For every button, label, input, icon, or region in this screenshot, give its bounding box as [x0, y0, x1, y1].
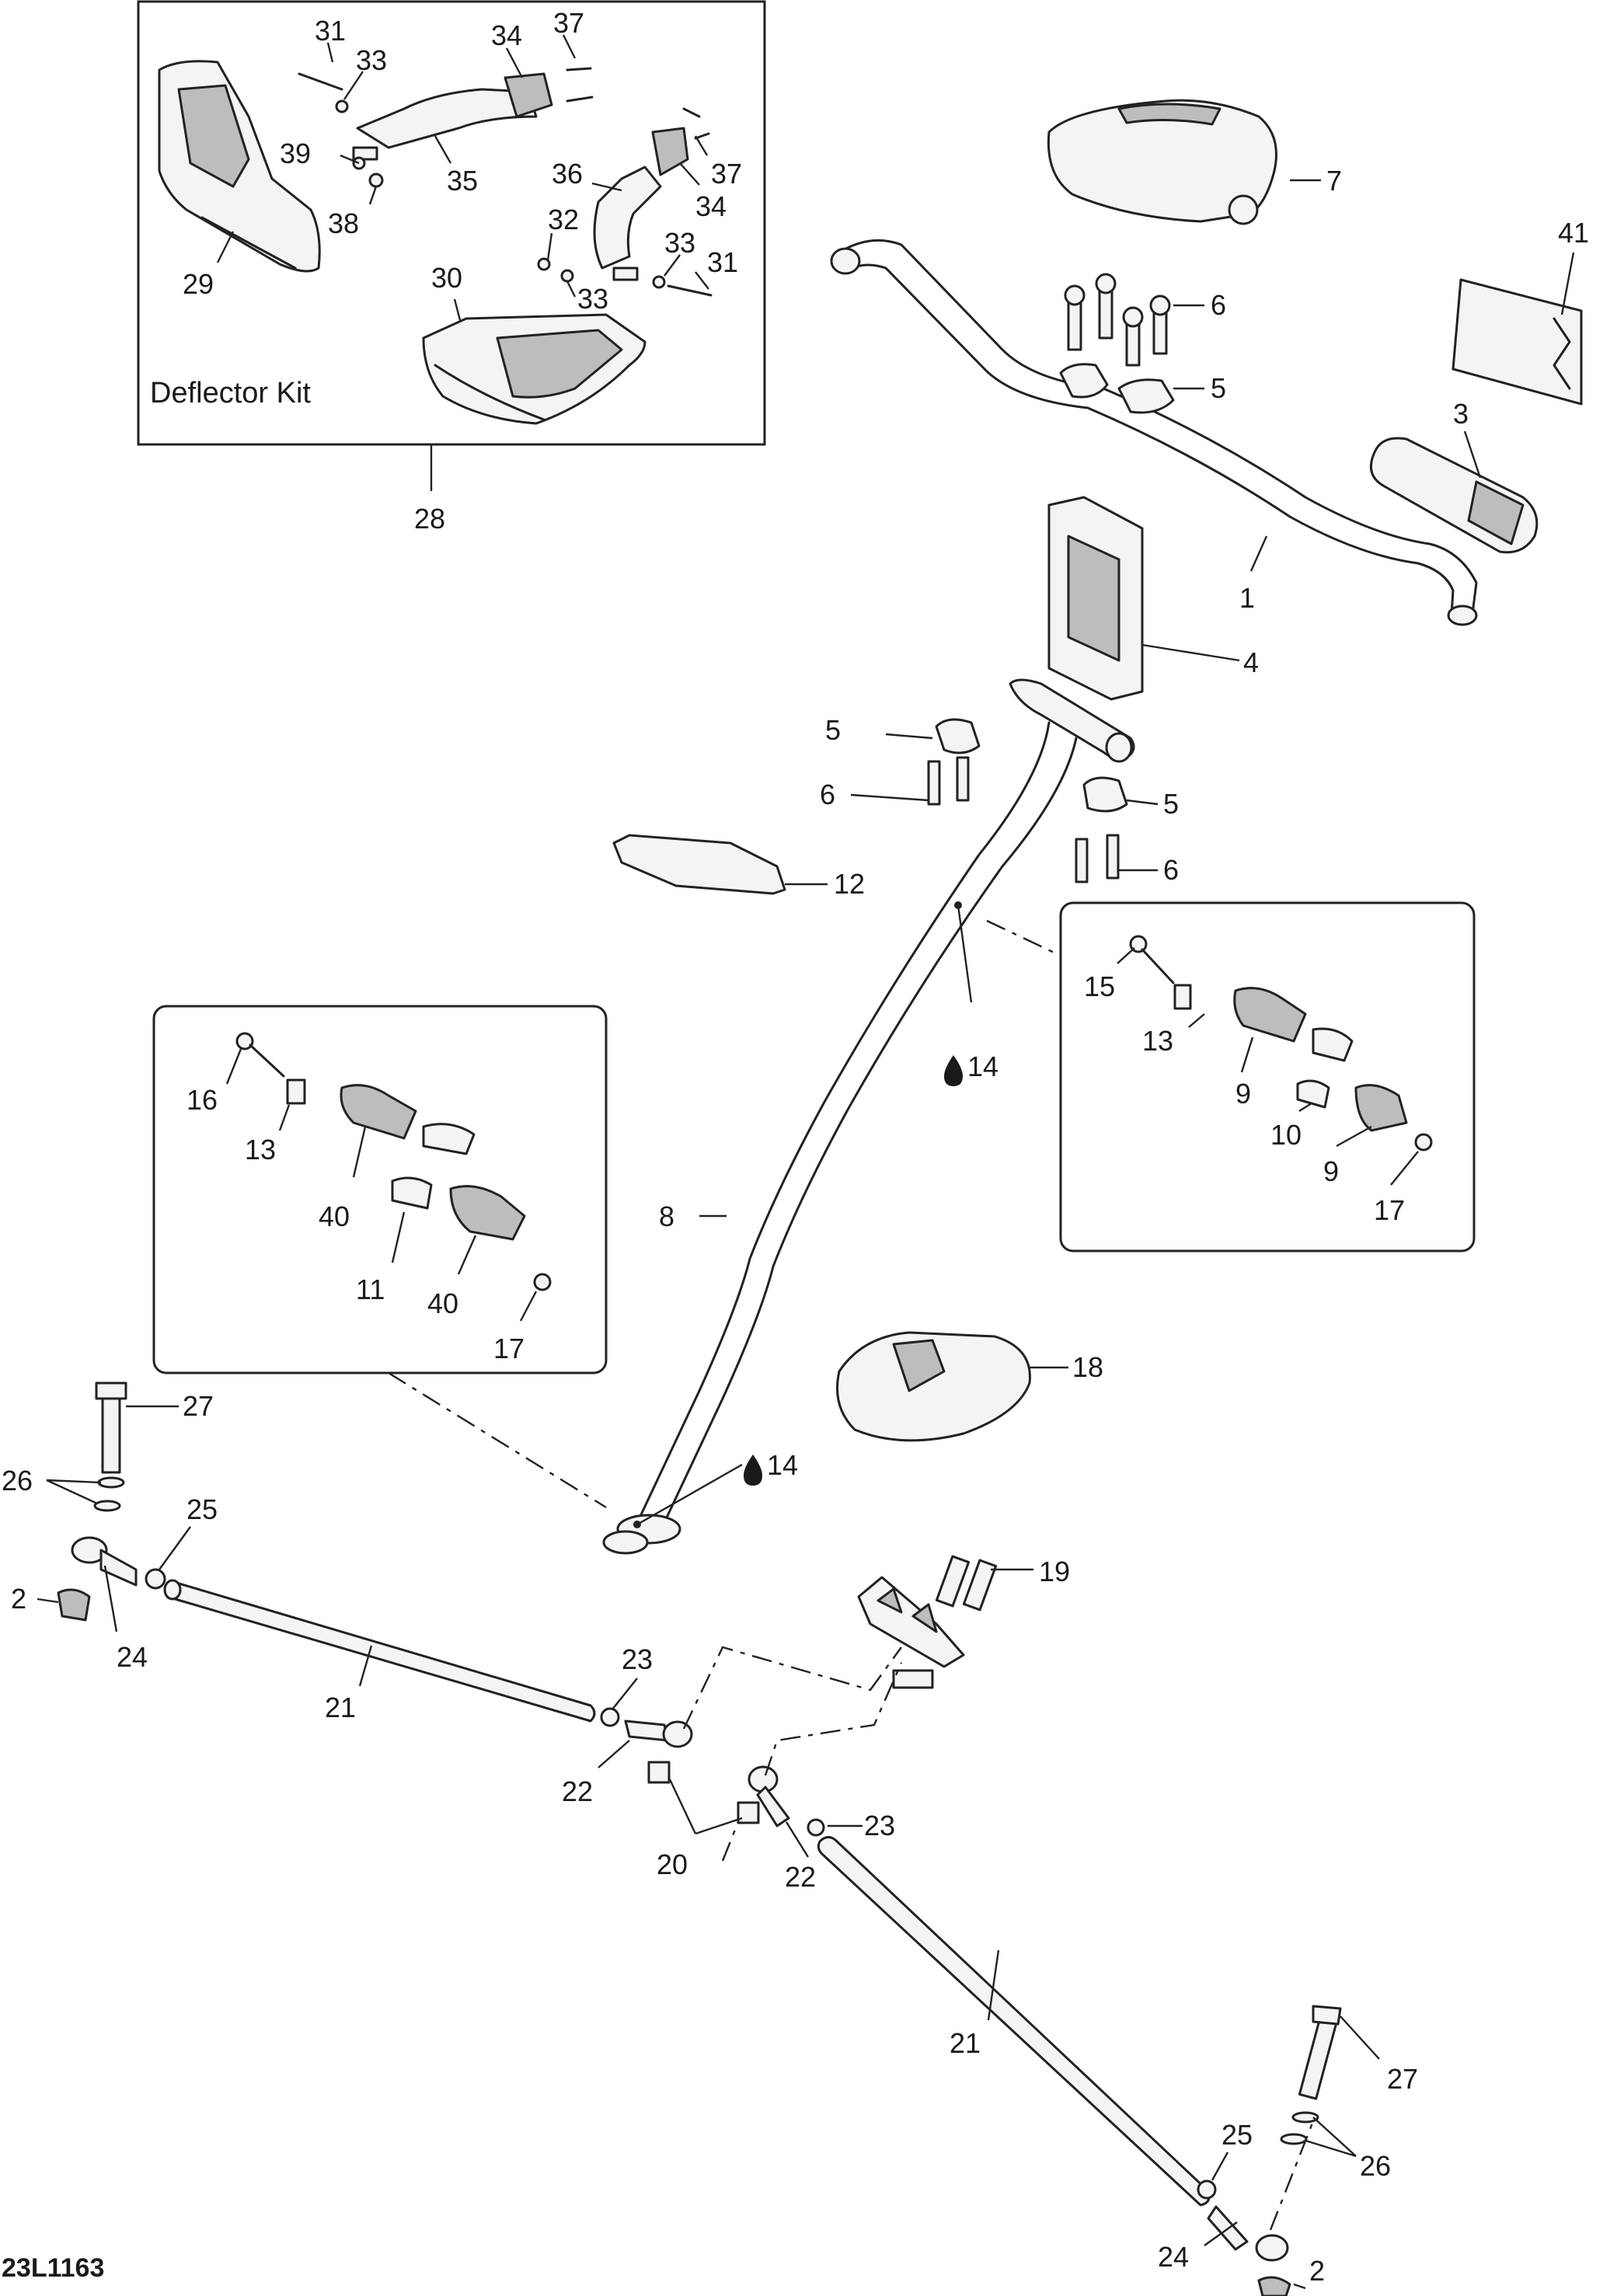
callout-2: 2	[11, 1583, 26, 1615]
callout-27: 27	[1387, 2063, 1418, 2095]
callout-11: 11	[356, 1273, 385, 1305]
upper-handlebar-clamps	[1059, 363, 1204, 414]
callout-24: 24	[117, 1641, 148, 1673]
assembly-dash-lines	[682, 1646, 1315, 2231]
callout-12: 12	[834, 868, 865, 900]
callout-40: 40	[319, 1200, 350, 1232]
callout-34: 34	[695, 190, 727, 222]
callout-22: 22	[562, 1775, 593, 1807]
right-tie-rod-end-hardware	[1197, 2005, 1380, 2296]
callout-17: 17	[1374, 1194, 1405, 1226]
handlebar-cover	[1047, 99, 1321, 225]
oil-drop-icon	[944, 1055, 963, 1086]
callout-27: 27	[183, 1390, 214, 1422]
left-tie-rod	[163, 1579, 596, 1723]
callout-7: 7	[1326, 165, 1342, 197]
callout-17: 17	[493, 1333, 524, 1364]
callout-5: 5	[1163, 788, 1179, 820]
callout-26: 26	[1360, 2150, 1391, 2182]
steering-boot	[836, 1331, 1068, 1442]
left-tie-rod-end-hardware	[37, 1381, 191, 1632]
lower-clamps-left	[850, 718, 981, 806]
decal	[1451, 252, 1583, 406]
callout-35: 35	[447, 165, 478, 197]
callout-31: 31	[707, 246, 738, 278]
callout-labels: Deflector Kit 23L1163 1 2 2 3 4 5 5 5 6 …	[2, 7, 1589, 2287]
callout-5: 5	[825, 714, 841, 746]
callout-37: 37	[553, 7, 584, 39]
callout-14: 14	[767, 1449, 798, 1481]
callout-31: 31	[315, 15, 346, 47]
callout-3: 3	[1453, 398, 1469, 430]
callout-40: 40	[427, 1287, 458, 1319]
callout-6: 6	[820, 779, 835, 810]
callout-5: 5	[1211, 372, 1226, 404]
callout-13: 13	[245, 1134, 276, 1165]
center-tie-rod-ends	[598, 1678, 863, 1858]
callout-21: 21	[325, 1692, 356, 1723]
callout-37: 37	[711, 158, 742, 190]
handlebar-riser	[1047, 496, 1240, 701]
lower-clamps-right	[1075, 776, 1159, 883]
callout-6: 6	[1211, 289, 1226, 321]
handlebar-grip	[1369, 430, 1539, 554]
callout-34: 34	[491, 19, 522, 51]
right-clamp-detail-panel	[986, 901, 1476, 1253]
callout-2: 2	[1309, 2255, 1325, 2287]
callout-26: 26	[2, 1465, 33, 1496]
upper-clamp-bolts	[1064, 273, 1204, 367]
upper-deflector-bracket	[352, 72, 553, 161]
callout-41: 41	[1558, 217, 1589, 249]
callout-25: 25	[186, 1493, 218, 1525]
callout-13: 13	[1142, 1025, 1173, 1057]
deflector-kit-panel	[137, 0, 766, 491]
callout-6: 6	[1163, 854, 1179, 886]
callout-23: 23	[864, 1810, 895, 1841]
callout-18: 18	[1072, 1351, 1103, 1383]
callout-14: 14	[967, 1050, 998, 1082]
drawing-code: 23L1163	[2, 2253, 104, 2283]
callout-39: 39	[280, 138, 311, 169]
callout-22: 22	[785, 1861, 816, 1893]
deflector-kit-title: Deflector Kit	[150, 377, 311, 409]
callout-1: 1	[1239, 582, 1255, 614]
lower-deflector-bracket	[593, 127, 689, 281]
callout-21: 21	[950, 2027, 981, 2059]
callout-9: 9	[1323, 1155, 1339, 1187]
left-deflector	[158, 60, 321, 273]
callout-28: 28	[414, 503, 445, 535]
callout-20: 20	[657, 1848, 688, 1880]
callout-19: 19	[1039, 1556, 1070, 1587]
callout-33: 33	[577, 283, 608, 315]
callout-8: 8	[659, 1200, 674, 1232]
callout-36: 36	[552, 158, 583, 190]
callout-16: 16	[186, 1084, 218, 1116]
handlebar	[830, 239, 1478, 626]
callout-33: 33	[664, 227, 695, 259]
callout-30: 30	[431, 262, 462, 294]
callout-10: 10	[1270, 1119, 1302, 1151]
oil-drop-icon	[744, 1455, 762, 1486]
callout-32: 32	[548, 204, 579, 235]
right-tie-rod	[817, 1836, 1211, 2207]
steering-arm	[857, 1555, 1033, 1689]
kit-leader-lines	[216, 34, 709, 321]
callout-24: 24	[1158, 2241, 1189, 2273]
callout-9: 9	[1235, 1078, 1251, 1110]
callout-29: 29	[183, 268, 214, 300]
callout-23: 23	[622, 1643, 653, 1675]
callout-4: 4	[1243, 646, 1259, 678]
callout-15: 15	[1084, 970, 1115, 1002]
callout-33: 33	[356, 44, 387, 76]
callout-38: 38	[328, 207, 359, 239]
right-deflector	[422, 313, 646, 425]
left-clamp-detail-panel	[152, 1005, 608, 1509]
mounting-plate	[612, 834, 828, 895]
callout-25: 25	[1221, 2119, 1253, 2151]
lubrication-points	[633, 901, 973, 1528]
steering-column	[602, 678, 1135, 1555]
